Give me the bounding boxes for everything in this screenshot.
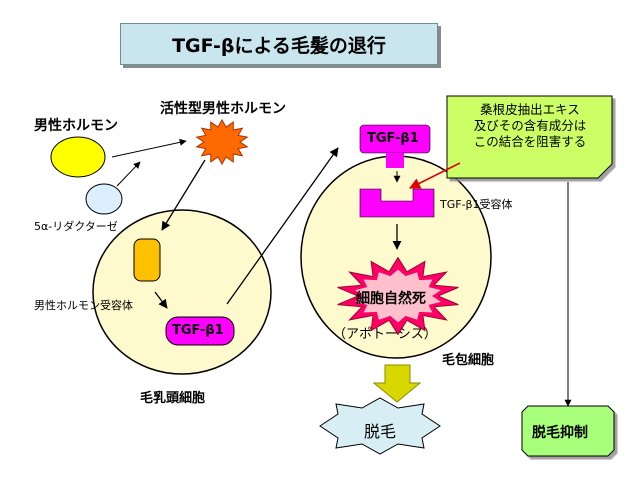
- dermal-papilla-cell: [92, 209, 272, 375]
- male-hormone-shape: [50, 136, 106, 178]
- label-male-hormone: 男性ホルモン: [34, 118, 118, 134]
- label-tgf-receptor: TGF-β1受容体: [440, 198, 513, 211]
- tgf-top-stem: [386, 153, 404, 168]
- callout-line: 及びその含有成分は: [473, 118, 587, 133]
- callout-text: 桑根皮抽出エキス 及びその含有成分は この結合を阻害する: [452, 102, 608, 150]
- arrow-enzyme-up: [116, 161, 141, 187]
- callout-red-arrow: [408, 162, 461, 189]
- active-hormone-burst: [195, 118, 249, 166]
- label-reductase: 5α-リダクターゼ: [34, 220, 118, 233]
- reductase-shape: [85, 183, 123, 215]
- callout-box: [446, 95, 613, 179]
- label-active-male-hormone: 活性型男性ホルモン: [160, 101, 286, 117]
- tgf-dermal-pill: [165, 316, 235, 346]
- tgf-receptor-shape: [359, 188, 435, 218]
- arrow-tgf-secretion: [226, 147, 339, 305]
- label-tgf-top: TGF-β1: [367, 131, 419, 146]
- down-block-arrow: [372, 364, 422, 403]
- label-tgf-dermal: TGF-β1: [172, 323, 224, 338]
- callout-line: この結合を阻害する: [473, 134, 587, 149]
- arrow-active-to-receptor: [161, 159, 206, 231]
- label-cell-death: 細胞自然死: [356, 291, 426, 307]
- hair-loss-shape: [319, 397, 441, 455]
- label-hair-loss-suppression: 脱毛抑制: [532, 425, 588, 441]
- label-male-hormone-receptor: 男性ホルモン受容体: [34, 299, 133, 312]
- page-title: TGF-βによる毛髪の退行: [172, 34, 386, 57]
- arrow-hormone-to-active: [111, 138, 187, 158]
- label-hair-loss: 脱毛: [364, 422, 397, 441]
- label-dermal-papilla-cell: 毛乳頭細胞: [140, 391, 206, 406]
- male-hormone-receptor: [133, 238, 161, 282]
- cell-death-burst-inner: [355, 269, 441, 323]
- title-box: TGF-βによる毛髪の退行: [120, 23, 438, 65]
- label-apoptosis: （アポトーシス）: [333, 327, 437, 342]
- arrow-receptor-to-tgf: [154, 291, 168, 309]
- label-follicle-cell: 毛包細胞: [442, 353, 495, 368]
- callout-line: 桑根皮抽出エキス: [480, 102, 580, 117]
- suppression-shape: [521, 405, 615, 457]
